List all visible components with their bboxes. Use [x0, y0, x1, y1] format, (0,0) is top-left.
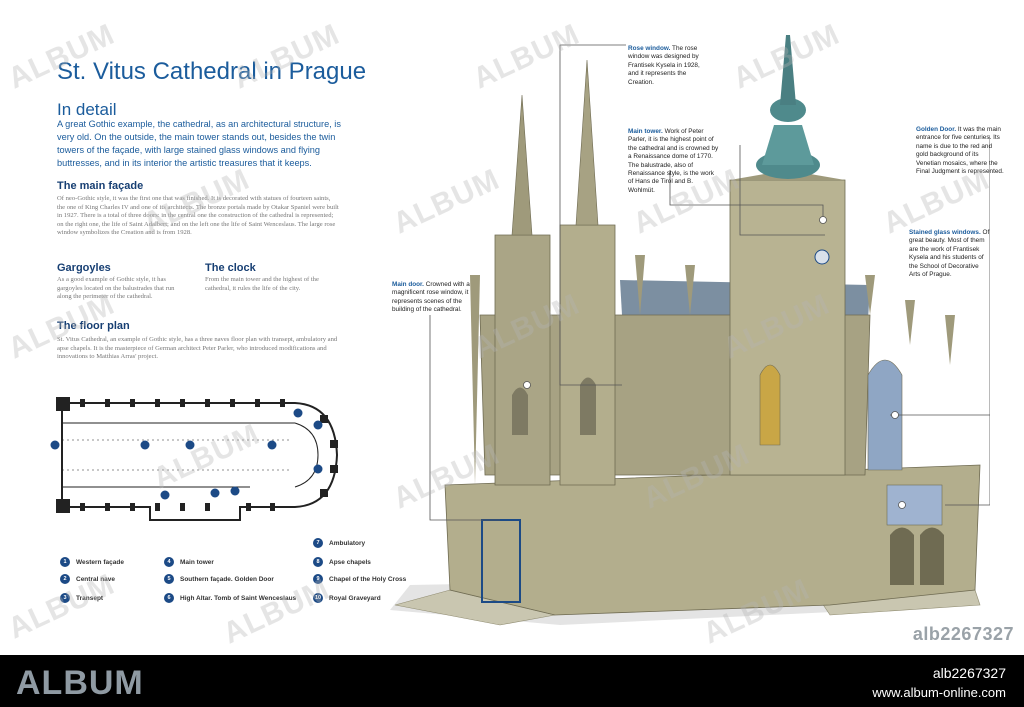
legend-label: High Altar. Tomb of Saint Wenceslaus — [180, 594, 297, 602]
legend-number: 3 — [60, 593, 70, 603]
legend-number: 4 — [164, 557, 174, 567]
callout-heading: Golden Door. — [916, 126, 957, 133]
legend-number: 9 — [313, 574, 323, 584]
legend-item: 2 Central nave — [60, 574, 115, 584]
callout-heading: Main door. — [392, 281, 424, 288]
section-text-clock: From the main tower and the highest of t… — [205, 276, 319, 292]
section-text-gargoyles: As a good example of Gothic style, it ha… — [57, 276, 175, 301]
callout-heading: Rose window. — [628, 45, 671, 52]
section-text-floor-plan: St. Vitus Cathedral, an example of Gothi… — [57, 336, 338, 361]
section-heading-floor-plan: The floor plan — [57, 320, 130, 332]
legend-item: 9 Chapel of the Holy Cross — [313, 574, 406, 584]
legend-label: Central nave — [76, 575, 116, 583]
callout-text: The rose window was designed by Frantise… — [628, 45, 700, 86]
legend-label: Apse chapels — [329, 558, 371, 566]
intro-text: A great Gothic example, the cathedral, a… — [57, 119, 341, 168]
legend-item: 8 Apse chapels — [313, 557, 371, 567]
footer-image-id: alb2267327 — [932, 665, 1006, 681]
section-text-main-facade: Of neo-Gothic style, it was the first on… — [57, 195, 339, 237]
callout-rose-window: Rose window. The rose window was designe… — [628, 45, 708, 87]
legend-number: 7 — [313, 538, 323, 548]
legend-item: 1 Western façade — [60, 557, 124, 567]
floor-plan-diagram — [50, 397, 339, 521]
page-subtitle: In detail — [57, 100, 117, 119]
section-heading-main-facade: The main façade — [57, 180, 144, 192]
cathedral-illustration — [390, 35, 990, 626]
legend-label: Transept — [76, 594, 104, 602]
section-heading-gargoyles: Gargoyles — [57, 262, 111, 274]
footer-url[interactable]: www.album-online.com — [872, 685, 1006, 700]
watermark: ALBUM — [218, 572, 335, 651]
legend-number: 8 — [313, 557, 323, 567]
callout-text: Crowned with a magnificent rose window, … — [392, 281, 470, 314]
legend-item: 5 Southern façade. Golden Door — [164, 574, 274, 584]
callout-heading: Stained glass windows. — [909, 229, 981, 236]
legend-number: 6 — [164, 593, 174, 603]
footer-bar: ALBUM alb2267327 www.album-online.com — [0, 655, 1024, 707]
legend-label: Main tower — [180, 558, 214, 566]
page-title: St. Vitus Cathedral in Prague — [57, 58, 367, 85]
legend-item: 6 High Altar. Tomb of Saint Wenceslaus — [164, 593, 296, 603]
callout-main-door: Main door. Crowned with a magnificent ro… — [392, 281, 470, 315]
legend-item: 3 Transept — [60, 593, 103, 603]
callout-main-tower: Main tower. Work of Peter Parler, it is … — [628, 128, 720, 195]
legend-number: 2 — [60, 574, 70, 584]
legend-number: 10 — [313, 593, 323, 603]
section-heading-clock: The clock — [205, 262, 256, 274]
legend-number: 5 — [164, 574, 174, 584]
callout-golden-door: Golden Door. It was the main entrance fo… — [916, 126, 1004, 176]
callout-text: Work of Peter Parler, it is the highest … — [628, 128, 719, 194]
legend-label: Royal Graveyard — [329, 594, 381, 602]
legend-item: 4 Main tower — [164, 557, 214, 567]
callout-stained-glass: Stained glass windows. Of great beauty. … — [909, 229, 991, 279]
callout-text: It was the main entrance for five centur… — [916, 126, 1004, 176]
image-code: alb2267327 — [912, 624, 1014, 644]
legend-number: 1 — [60, 557, 70, 567]
legend-item: 7 Ambulatory — [313, 538, 365, 548]
legend-label: Southern façade. Golden Door — [180, 575, 274, 583]
callout-text: Of great beauty. Most of them are the wo… — [909, 229, 990, 279]
callout-heading: Main tower. — [628, 128, 663, 135]
infographic-page: St. Vitus Cathedral in Prague In detail … — [3, 17, 1014, 651]
legend-item: 10 Royal Graveyard — [313, 593, 381, 603]
legend-label: Ambulatory — [329, 539, 366, 547]
album-logo: ALBUM — [16, 664, 144, 702]
legend-label: Chapel of the Holy Cross — [329, 575, 407, 583]
legend-label: Western façade — [76, 558, 124, 566]
